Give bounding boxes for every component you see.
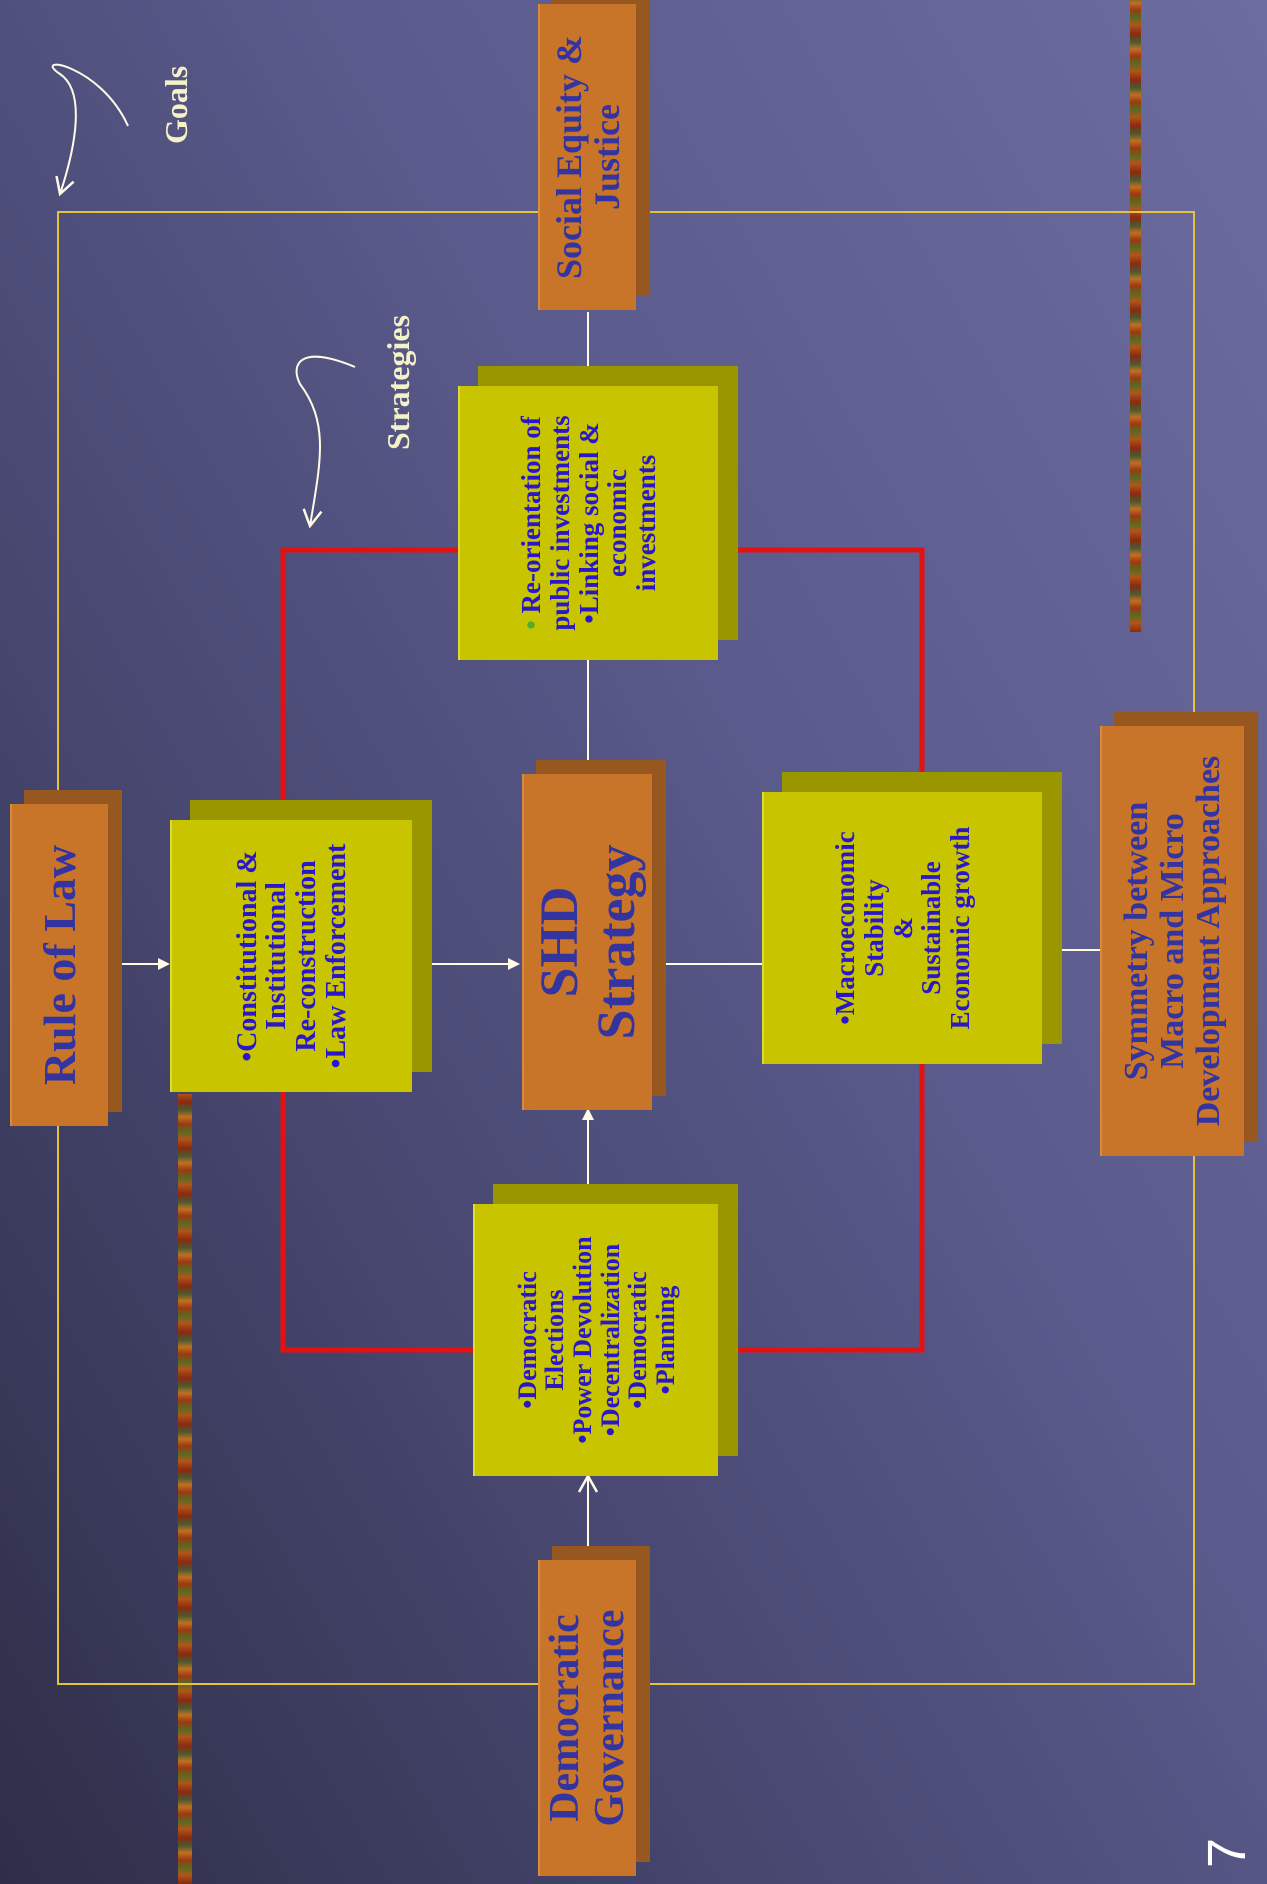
democratic-governance-box: Democratic Governance [538, 1560, 636, 1876]
public-investment-line-first: • Re-orientation of [516, 386, 547, 660]
public-investment-line: •Linking social & [573, 422, 604, 624]
constitutional-line: Institutional [261, 882, 293, 1030]
rule-of-law-box: Rule of Law [10, 804, 108, 1126]
goals-pointer-arrow [51, 63, 129, 197]
public-investment-line: investments [630, 454, 661, 592]
constitutional-line: Re-construction [291, 860, 322, 1052]
public-investment-line: Re-orientation of [516, 416, 547, 621]
public-investment-box: • Re-orientation of public investments •… [458, 386, 718, 660]
democratic-governance-line1: Democratic [542, 1614, 589, 1822]
constitutional-line: •Constitutional & [231, 850, 263, 1062]
public-investment-line: economic [602, 469, 633, 577]
shd-strategy-box: SHD Strategy [522, 774, 652, 1110]
democratic-governance-line2: Governance [587, 1609, 633, 1827]
strategy-connectors [280, 547, 925, 1353]
macroeconomic-line: Sustainable [916, 861, 947, 995]
connector-public-to-macro [718, 547, 925, 802]
slide-number: 7 [1197, 1837, 1257, 1868]
social-equity-line1: Social Equity & [548, 34, 589, 280]
democratic-processes-line: •Democratic [512, 1271, 542, 1409]
green-bullet-icon: • [516, 620, 547, 630]
social-equity-line2: Justice [587, 104, 627, 210]
democratic-processes-box: •Democratic Elections •Power Devolution … [473, 1204, 718, 1476]
democratic-processes-line: •Decentralization [595, 1243, 625, 1437]
goals-label: Goals [158, 65, 194, 144]
macroeconomic-line: •Macroeconomic [830, 831, 861, 1025]
shd-line2: Strategy [586, 844, 646, 1040]
macroeconomic-box: •Macroeconomic Stability & Sustainable E… [762, 792, 1042, 1064]
democratic-processes-line: •Democratic [623, 1271, 653, 1409]
symmetry-box: Symmetry between Macro and Micro Develop… [1100, 726, 1244, 1156]
constitutional-box: •Constitutional & Institutional Re-const… [170, 820, 412, 1092]
strategies-label: Strategies [380, 314, 416, 450]
symmetry-line1: Symmetry between [1117, 801, 1155, 1081]
macroeconomic-line: & [887, 916, 918, 940]
macroeconomic-line: Economic growth [944, 826, 975, 1030]
symmetry-line3: Development Approaches [1190, 755, 1228, 1127]
public-investment-line: public investments [545, 415, 576, 631]
shd-line1: SHD [528, 886, 589, 998]
social-equity-box: Social Equity & Justice [538, 4, 636, 310]
symmetry-line2: Macro and Micro [1153, 813, 1191, 1069]
democratic-processes-line: Elections [540, 1289, 570, 1391]
macroeconomic-line: Stability [859, 879, 890, 977]
connector-constitutional-to-public [280, 547, 458, 820]
connector-democratic-to-macro [718, 1064, 925, 1353]
constitutional-line: •Law Enforcement [320, 843, 352, 1069]
rule-of-law-text: Rule of Law [33, 844, 85, 1086]
democratic-processes-line: •Planning [650, 1285, 680, 1395]
strategies-pointer-arrow [295, 355, 356, 529]
democratic-processes-line: •Power Devolution [567, 1236, 597, 1444]
connector-constitutional-to-democratic [280, 1092, 473, 1353]
